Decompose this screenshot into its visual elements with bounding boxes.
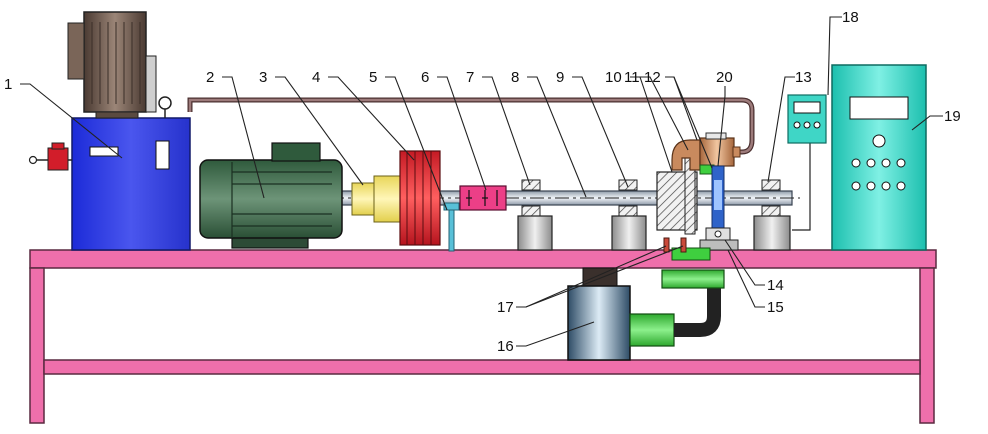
hydraulic-station xyxy=(30,12,191,250)
label-16: 16 xyxy=(497,338,514,355)
label-7: 7 xyxy=(466,69,474,86)
control-cabinet xyxy=(832,65,926,250)
label-2: 2 xyxy=(206,69,214,86)
coupling xyxy=(352,176,400,222)
label-18: 18 xyxy=(842,9,859,26)
label-4: 4 xyxy=(312,69,320,86)
controller-box xyxy=(788,95,826,143)
label-8: 8 xyxy=(511,69,519,86)
label-3: 3 xyxy=(259,69,267,86)
label-14: 14 xyxy=(767,277,784,294)
label-15: 15 xyxy=(767,299,784,316)
drive-motor xyxy=(200,143,342,248)
label-9: 9 xyxy=(556,69,564,86)
signal-wire xyxy=(792,143,810,230)
label-20: 20 xyxy=(716,69,733,86)
load-sensor xyxy=(700,166,738,250)
label-6: 6 xyxy=(421,69,429,86)
label-17: 17 xyxy=(497,299,514,316)
label-13: 13 xyxy=(795,69,812,86)
label-1: 1 xyxy=(4,76,12,93)
label-19: 19 xyxy=(944,108,961,125)
flywheel xyxy=(400,151,440,245)
label-12: 12 xyxy=(644,69,661,86)
speed-sensor xyxy=(444,203,459,251)
torque-coupling xyxy=(460,186,506,210)
frame-table xyxy=(30,250,936,423)
label-5: 5 xyxy=(369,69,377,86)
label-11: 11 xyxy=(624,69,640,86)
label-10: 10 xyxy=(605,69,622,86)
